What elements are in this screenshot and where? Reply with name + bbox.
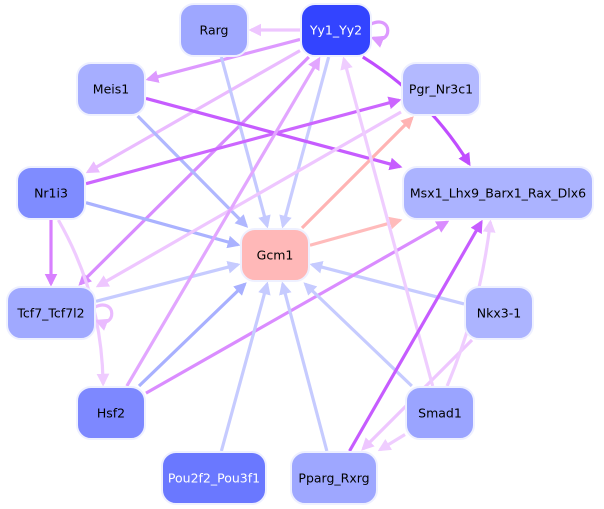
edge-smad1-to-gcm1 [303,282,413,388]
node-pparg-rxrg[interactable]: Pparg_Rxrg [290,451,378,505]
node-meis1[interactable]: Meis1 [76,62,146,116]
node-label: Nr1i3 [34,186,68,201]
node-box[interactable] [402,166,594,220]
node-box[interactable] [76,386,146,440]
edge-pparg-rxrg-to-msx1-lhx9-barx1-rax-dlx6 [348,219,483,452]
edge-yy1-yy2-to-yy1-yy2 [370,20,390,48]
node-box[interactable] [464,286,534,340]
node-label: Meis1 [93,82,129,97]
node-box[interactable] [405,386,475,440]
node-box[interactable] [16,166,86,220]
node-pgr-nr3c1[interactable]: Pgr_Nr3c1 [401,62,481,116]
edge-hsf2-to-gcm1 [137,282,247,388]
edge-pgr-nr3c1-to-tcf7-tcf7l2 [95,110,402,288]
edge-gcm1-to-msx1-lhx9-barx1-rax-dlx6 [309,216,403,247]
node-label: Rarg [200,23,229,38]
node-label: Msx1_Lhx9_Barx1_Rax_Dlx6 [410,186,586,201]
node-smad1[interactable]: Smad1 [405,386,475,440]
node-label: Gcm1 [257,248,294,263]
node-label: Pgr_Nr3c1 [409,82,473,97]
node-hsf2[interactable]: Hsf2 [76,386,146,440]
node-label: Yy1_Yy2 [309,23,362,38]
edge-pou2f2-pou3f1-to-gcm1 [219,281,271,452]
node-box[interactable] [161,451,267,505]
edge-nr1i3-to-pgr-nr3c1 [85,96,402,186]
node-nkx3-1[interactable]: Nkx3-1 [464,286,534,340]
node-box[interactable] [76,62,146,116]
node-box[interactable] [6,286,96,340]
node-label: Pparg_Rxrg [298,471,369,486]
edge-pparg-rxrg-to-gcm1 [279,281,329,452]
edge-layer [44,20,496,452]
node-box[interactable] [300,3,372,57]
node-msx1-lhx9-barx1-rax-dlx6[interactable]: Msx1_Lhx9_Barx1_Rax_Dlx6 [402,166,594,220]
edge-tcf7-tcf7l2-to-gcm1 [95,260,241,303]
node-rarg[interactable]: Rarg [179,3,249,57]
node-box[interactable] [240,228,310,282]
node-label: Smad1 [418,406,462,421]
node-box[interactable] [290,451,378,505]
edge-meis1-to-gcm1 [136,114,249,228]
edge-yy1-yy2-to-meis1 [145,37,301,83]
edge-yy1-yy2-to-tcf7-tcf7l2 [78,55,310,286]
node-gcm1[interactable]: Gcm1 [240,228,310,282]
node-label: Tcf7_Tcf7l2 [16,306,84,321]
node-tcf7-tcf7l2[interactable]: Tcf7_Tcf7l2 [6,286,96,340]
node-yy1-yy2[interactable]: Yy1_Yy2 [300,3,372,57]
node-pou2f2-pou3f1[interactable]: Pou2f2_Pou3f1 [161,451,267,505]
node-label: Nkx3-1 [477,306,521,321]
node-label: Hsf2 [97,406,125,421]
node-box[interactable] [401,62,481,116]
node-label: Pou2f2_Pou3f1 [168,471,260,486]
edge-hsf2-to-yy1-yy2 [125,56,321,387]
edge-tcf7-tcf7l2-to-tcf7-tcf7l2 [94,303,114,331]
edge-smad1-to-pparg-rxrg [377,433,406,452]
edge-gcm1-to-pgr-nr3c1 [300,116,414,230]
node-box[interactable] [179,3,249,57]
node-nr1i3[interactable]: Nr1i3 [16,166,86,220]
